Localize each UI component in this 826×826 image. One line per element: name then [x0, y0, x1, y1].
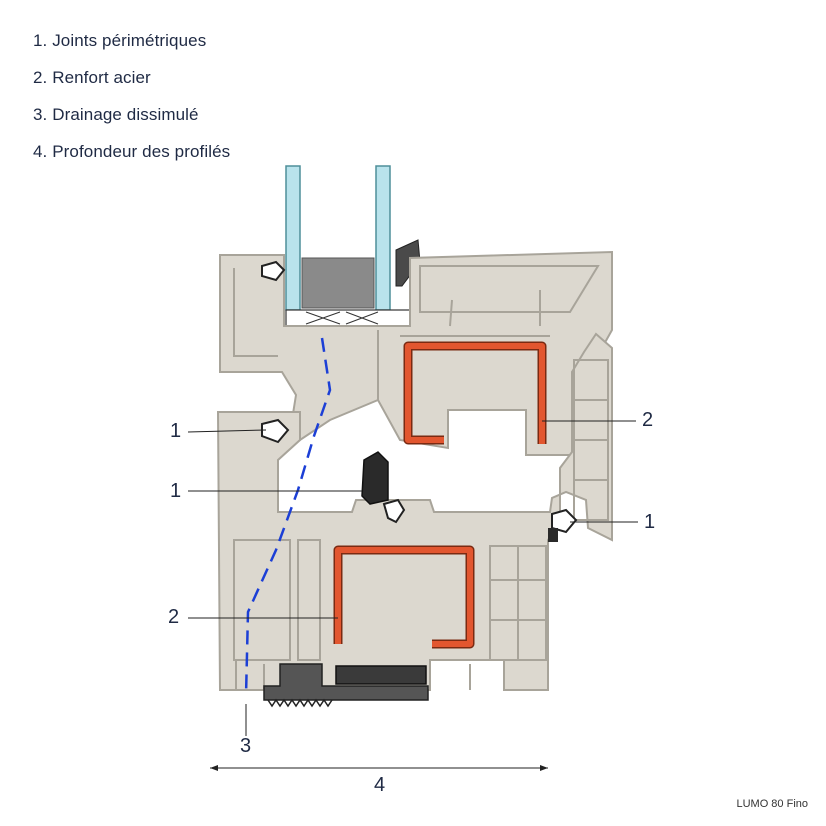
callout-joint-c: 1	[644, 511, 656, 533]
callout-steel-upper: 2	[642, 409, 654, 431]
drainage-path	[244, 337, 332, 697]
steel-reinforcement-lower-fill	[335, 547, 473, 647]
legend-item-drainage: 3. Drainage dissimulé	[33, 105, 199, 124]
leader-joint-a	[187, 429, 267, 433]
frame-profile	[216, 332, 613, 691]
gasket-glazing-outer	[261, 260, 286, 282]
legend-item-joints: 1. Joints périmétriques	[33, 31, 207, 50]
callout-joint-b: 1	[170, 480, 182, 502]
sash-internal-webs	[233, 265, 600, 400]
legend: 1. Joints périmétriques 2. Renfort acier…	[33, 28, 230, 176]
bottom-seal-cap	[335, 665, 427, 685]
gasket-inner-stop	[551, 508, 578, 534]
bottom-seal	[263, 663, 429, 708]
gasket-center-seal	[361, 451, 389, 505]
leader-lines	[187, 420, 638, 736]
callout-steel-lower: 2	[168, 606, 180, 628]
gasket-center-clip	[382, 498, 406, 524]
glazing-block-hatch	[305, 311, 379, 325]
callout-joint-a: 1	[170, 420, 182, 442]
frame-chambers	[233, 359, 609, 661]
depth-arrow-right	[540, 765, 548, 771]
legend-item-steel: 2. Renfort acier	[33, 68, 151, 87]
gaskets	[261, 260, 578, 542]
gasket-sash-outer	[261, 418, 290, 444]
product-caption: LUMO 80 Fino	[736, 798, 808, 810]
bottom-seal-teeth	[267, 698, 333, 708]
callout-depth: 4	[374, 774, 386, 796]
steel-reinforcements	[333, 341, 547, 649]
bottom-seal-body	[263, 663, 429, 701]
frame-bottom-feet	[235, 660, 505, 690]
glass-pane-outer	[285, 165, 301, 311]
glass-pane-inner	[375, 165, 391, 311]
depth-arrow-left	[210, 765, 218, 771]
callout-drainage: 3	[240, 735, 252, 757]
legend-item-depth: 4. Profondeur des profilés	[33, 142, 231, 161]
steel-reinforcement-upper-fill	[405, 343, 545, 444]
glazing-unit	[285, 165, 421, 327]
depth-dimension	[210, 765, 548, 771]
glass-spacer	[301, 257, 375, 309]
gasket-inner-stop-base	[548, 528, 558, 542]
